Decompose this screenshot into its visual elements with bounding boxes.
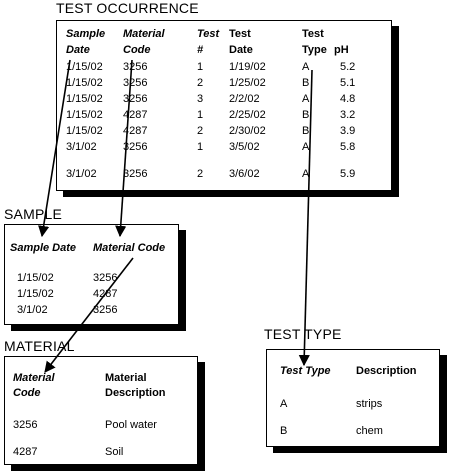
table-cell: 2/30/02 bbox=[229, 125, 266, 137]
table-cell: 3256 bbox=[93, 304, 118, 316]
table-cell: 4287 bbox=[93, 288, 118, 300]
table-cell: 3256 bbox=[13, 419, 38, 431]
sample-title: SAMPLE bbox=[4, 206, 62, 222]
table-cell: 3256 bbox=[123, 61, 148, 73]
table-cell: 5.1 bbox=[340, 77, 356, 89]
table-cell: 3 bbox=[197, 93, 204, 105]
table-cell: B bbox=[280, 425, 288, 437]
table-cell: 3256 bbox=[123, 168, 148, 180]
table-cell: 3/5/02 bbox=[229, 141, 260, 153]
test-occurrence-table: Sample Material Test Test Test Date Code… bbox=[56, 20, 392, 191]
table-cell: 3/1/02 bbox=[66, 141, 97, 153]
table-cell: 2 bbox=[197, 168, 204, 180]
table-cell: 2/2/02 bbox=[229, 93, 260, 105]
header-code: Code bbox=[13, 387, 41, 399]
header-material: Material bbox=[123, 28, 165, 40]
material-title: MATERIAL bbox=[4, 338, 75, 354]
table-cell: B bbox=[302, 77, 310, 89]
table-cell: A bbox=[280, 398, 288, 410]
table-cell: 1/15/02 bbox=[17, 288, 54, 300]
test-type-title: TEST TYPE bbox=[264, 326, 342, 342]
table-cell: 1/15/02 bbox=[17, 272, 54, 284]
table-cell: 4287 bbox=[123, 125, 148, 137]
table-cell: 2 bbox=[197, 125, 204, 137]
header-type: Type bbox=[302, 44, 327, 56]
table-cell: Soil bbox=[105, 446, 124, 458]
test-type-table: Test Type Description A strips B chem bbox=[266, 349, 440, 447]
table-cell: chem bbox=[356, 425, 383, 437]
table-cell: 1/15/02 bbox=[66, 93, 103, 105]
header-description: Description bbox=[356, 365, 417, 377]
table-cell: Pool water bbox=[105, 419, 157, 431]
table-cell: 3.2 bbox=[340, 109, 356, 121]
header-test: Test bbox=[197, 28, 220, 40]
header-sample-date: Sample Date bbox=[10, 242, 77, 254]
table-cell: 1/15/02 bbox=[66, 77, 103, 89]
table-cell: 3/1/02 bbox=[17, 304, 48, 316]
header-material-code: Material Code bbox=[93, 242, 166, 254]
table-cell: 5.9 bbox=[340, 168, 356, 180]
table-cell: A bbox=[302, 61, 310, 73]
header-sample: Sample bbox=[66, 28, 106, 40]
header-test: Test bbox=[302, 28, 324, 40]
sample-table: Sample Date Material Code 1/15/02 3256 1… bbox=[4, 224, 179, 325]
table-cell: 1/25/02 bbox=[229, 77, 266, 89]
table-cell: 1/15/02 bbox=[66, 61, 103, 73]
table-cell: 1/15/02 bbox=[66, 109, 103, 121]
table-cell: 5.2 bbox=[340, 61, 356, 73]
header-test: Test bbox=[229, 28, 251, 40]
table-cell: 3256 bbox=[123, 77, 148, 89]
header-date: Date bbox=[66, 44, 90, 56]
table-cell: 3256 bbox=[123, 141, 148, 153]
table-cell: 3256 bbox=[123, 93, 148, 105]
table-cell: 1/19/02 bbox=[229, 61, 266, 73]
table-cell: A bbox=[302, 168, 310, 180]
header-description: Description bbox=[105, 387, 166, 399]
table-cell: 4287 bbox=[123, 109, 148, 121]
test-occurrence-title: TEST OCCURRENCE bbox=[56, 0, 199, 16]
table-cell: B bbox=[302, 125, 310, 137]
table-cell: 4.8 bbox=[340, 93, 356, 105]
table-cell: 1 bbox=[197, 109, 204, 121]
table-cell: 5.8 bbox=[340, 141, 356, 153]
table-cell: 3.9 bbox=[340, 125, 356, 137]
table-cell: 3256 bbox=[93, 272, 118, 284]
material-table: Material Material Code Description 3256 … bbox=[4, 356, 198, 465]
table-cell: strips bbox=[356, 398, 383, 410]
header-code: Code bbox=[123, 44, 151, 56]
table-cell: 3/1/02 bbox=[66, 168, 97, 180]
header-ph: pH bbox=[334, 44, 349, 56]
table-cell: 1/15/02 bbox=[66, 125, 103, 137]
table-cell: 3/6/02 bbox=[229, 168, 260, 180]
table-cell: A bbox=[302, 141, 310, 153]
header-material: Material bbox=[13, 372, 55, 384]
header-material: Material bbox=[105, 372, 147, 384]
table-cell: 2/25/02 bbox=[229, 109, 266, 121]
table-cell: B bbox=[302, 109, 310, 121]
header-test-type: Test Type bbox=[280, 365, 331, 377]
table-cell: A bbox=[302, 93, 310, 105]
table-cell: 4287 bbox=[13, 446, 38, 458]
header-number: # bbox=[197, 44, 204, 56]
table-cell: 1 bbox=[197, 141, 204, 153]
table-cell: 2 bbox=[197, 77, 204, 89]
table-cell: 1 bbox=[197, 61, 204, 73]
header-date: Date bbox=[229, 44, 253, 56]
